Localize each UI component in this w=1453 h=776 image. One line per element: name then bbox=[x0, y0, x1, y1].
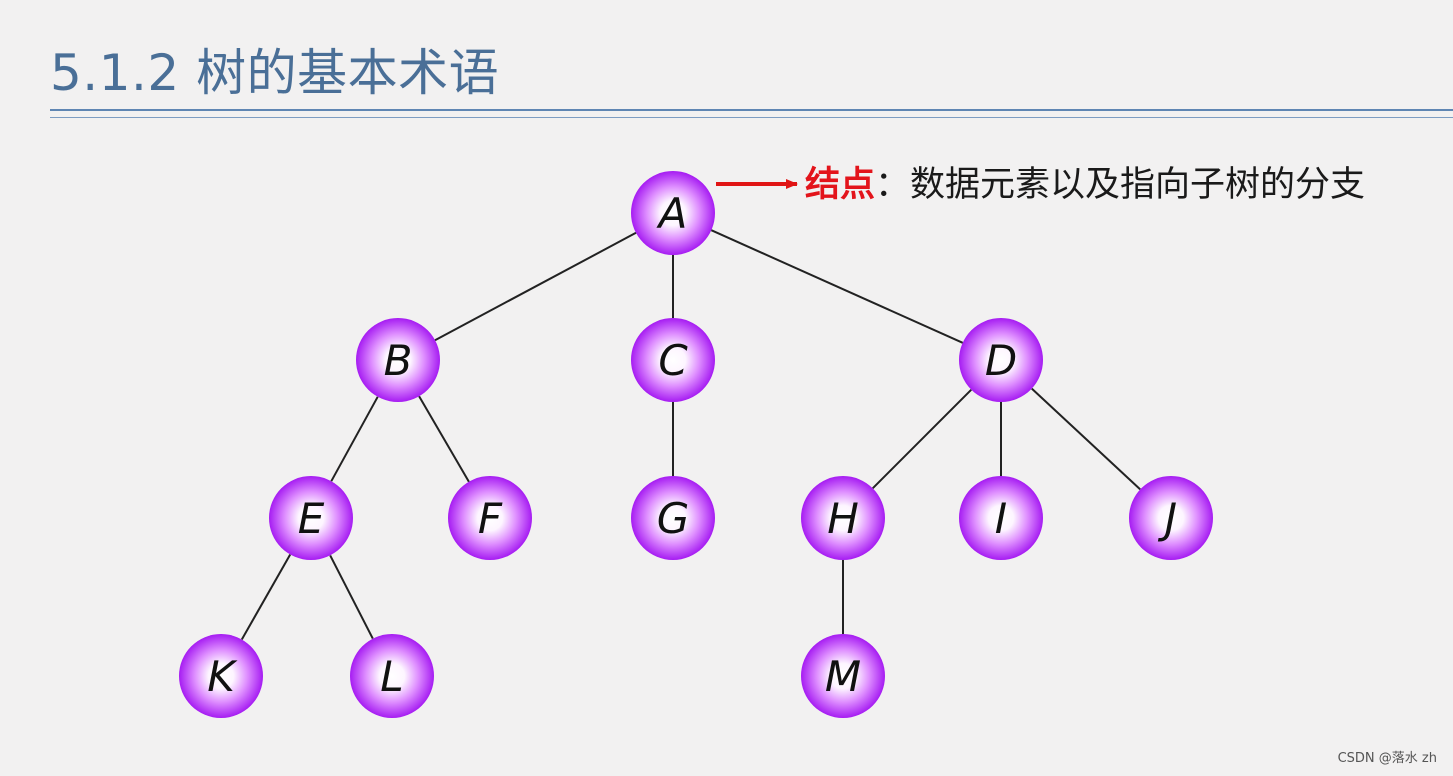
node-d: D bbox=[959, 318, 1043, 402]
node-h: H bbox=[801, 476, 885, 560]
node-j: J bbox=[1129, 476, 1213, 560]
node-circle bbox=[356, 318, 440, 402]
node-b: B bbox=[356, 318, 440, 402]
node-l: L bbox=[350, 634, 434, 718]
node-circle bbox=[959, 476, 1043, 560]
node-circle bbox=[801, 476, 885, 560]
title-rule-top bbox=[50, 109, 1453, 111]
node-m: M bbox=[801, 634, 885, 718]
node-label: I bbox=[995, 494, 1007, 543]
edge-a-d bbox=[710, 229, 964, 344]
node-i: I bbox=[959, 476, 1043, 560]
edge-e-k bbox=[240, 554, 292, 640]
node-circle bbox=[1129, 476, 1213, 560]
node-label: F bbox=[478, 494, 503, 543]
node-circle bbox=[350, 634, 434, 718]
edge-d-h bbox=[871, 388, 973, 490]
node-g: G bbox=[631, 476, 715, 560]
term-separator: ： bbox=[875, 165, 911, 205]
node-circle bbox=[631, 476, 715, 560]
node-circle bbox=[179, 634, 263, 718]
edge-a-b bbox=[434, 231, 637, 342]
node-label: C bbox=[658, 336, 688, 385]
edge-d-j bbox=[1031, 387, 1141, 491]
node-label: D bbox=[985, 336, 1017, 385]
node-circle bbox=[448, 476, 532, 560]
node-label: A bbox=[656, 189, 688, 238]
node-label: M bbox=[825, 652, 861, 701]
edge-b-e bbox=[330, 396, 379, 482]
node-c: C bbox=[631, 318, 715, 402]
node-f: F bbox=[448, 476, 532, 560]
node-label: B bbox=[384, 336, 413, 385]
slide-title: 5.1.2 树的基本术语 bbox=[50, 44, 500, 102]
term-label: 结点 bbox=[805, 165, 876, 205]
node-definition: 结点：数据元素以及指向子树的分支 bbox=[805, 156, 1365, 207]
node-label: G bbox=[657, 494, 690, 543]
edge-b-f bbox=[418, 395, 470, 483]
node-label: H bbox=[827, 494, 859, 543]
node-label: K bbox=[207, 652, 238, 701]
node-label: E bbox=[298, 494, 325, 543]
node-circle bbox=[959, 318, 1043, 402]
node-label: L bbox=[380, 652, 403, 701]
node-e: E bbox=[269, 476, 353, 560]
edge-e-l bbox=[329, 554, 374, 640]
tree-edges bbox=[240, 229, 1141, 640]
node-a: A bbox=[631, 171, 715, 255]
node-circle bbox=[801, 634, 885, 718]
watermark: CSDN @落水 zh bbox=[1337, 751, 1437, 766]
node-k: K bbox=[179, 634, 263, 718]
node-circle bbox=[269, 476, 353, 560]
title-rule-bottom bbox=[50, 117, 1453, 118]
tree-nodes: A B C D E F G H I J K L M bbox=[179, 171, 1213, 718]
definition-text: 数据元素以及指向子树的分支 bbox=[910, 165, 1366, 205]
node-circle bbox=[631, 171, 715, 255]
node-circle bbox=[631, 318, 715, 402]
